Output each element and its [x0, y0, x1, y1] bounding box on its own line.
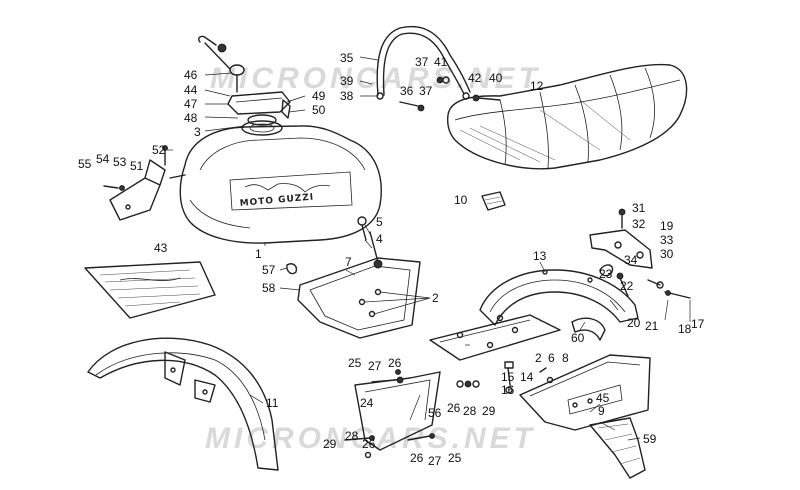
callout-10: 10 — [454, 193, 468, 207]
callout-2-b: 2 — [535, 351, 542, 365]
callout-40: 40 — [489, 71, 503, 85]
callout-25-a: 25 — [348, 356, 362, 370]
callout-8: 8 — [562, 351, 569, 365]
callout-50: 50 — [312, 103, 326, 117]
clip-10 — [481, 191, 506, 211]
callout-2-a: 2 — [432, 291, 439, 305]
callout-51: 51 — [130, 159, 144, 173]
callout-24: 24 — [360, 396, 374, 410]
callout-49: 49 — [312, 89, 326, 103]
callout-19: 19 — [660, 219, 674, 233]
hardware-small — [456, 361, 554, 394]
callout-42: 42 — [468, 71, 482, 85]
callout-17: 17 — [691, 317, 705, 331]
tail-light-bracket — [589, 208, 691, 299]
callout-5: 5 — [376, 215, 383, 229]
front-fender — [87, 337, 279, 471]
callout-9: 9 — [598, 404, 605, 418]
callout-37-a: 37 — [415, 55, 429, 69]
callout-12: 12 — [530, 79, 544, 93]
callout-32: 32 — [632, 217, 646, 231]
leader-lines — [165, 56, 691, 441]
callout-7: 7 — [345, 255, 352, 269]
fuel-cap — [197, 35, 291, 115]
strap-bolts — [399, 76, 501, 112]
callout-26-c: 26 — [362, 437, 376, 451]
callout-46: 46 — [184, 68, 198, 82]
callout-15: 15 — [501, 370, 515, 384]
fender-plate — [429, 314, 561, 361]
seat-strap — [376, 25, 471, 100]
callout-56: 56 — [428, 406, 442, 420]
callout-26-a: 26 — [388, 356, 402, 370]
callout-13: 13 — [533, 249, 547, 263]
callout-21: 21 — [645, 319, 659, 333]
center-panel — [344, 369, 441, 459]
decal-sheet — [84, 261, 216, 319]
callout-14: 14 — [520, 370, 534, 384]
callout-59: 59 — [643, 432, 657, 446]
callout-25-b: 25 — [448, 451, 462, 465]
callout-30: 30 — [660, 247, 674, 261]
callout-26-d: 26 — [410, 451, 424, 465]
callout-11: 11 — [266, 396, 279, 410]
mudflap — [589, 417, 646, 479]
callout-28-a: 28 — [463, 404, 477, 418]
callout-4: 4 — [376, 232, 383, 246]
side-cover-left — [286, 216, 421, 339]
cap-hinge — [281, 99, 291, 119]
callout-16: 16 — [501, 383, 515, 397]
callout-1: 1 — [255, 247, 262, 261]
callout-38: 38 — [340, 89, 354, 103]
callout-58: 58 — [262, 281, 276, 295]
side-cover-right — [519, 354, 651, 431]
callout-3: 3 — [194, 125, 201, 139]
fuel-tank: MOTO GUZZI — [179, 125, 382, 244]
callout-36: 36 — [400, 84, 414, 98]
callout-22: 22 — [620, 279, 634, 293]
tank-brand-label: MOTO GUZZI — [239, 193, 314, 209]
callout-52: 52 — [152, 143, 166, 157]
rear-fender — [479, 269, 639, 326]
watermark-top: MICRONCARS.NET — [210, 62, 541, 95]
callout-18: 18 — [678, 322, 692, 336]
callout-31: 31 — [632, 201, 646, 215]
callout-54: 54 — [96, 152, 110, 166]
callout-53: 53 — [113, 155, 127, 169]
callout-35: 35 — [340, 51, 354, 65]
callout-60: 60 — [571, 331, 585, 345]
callout-20: 20 — [627, 316, 641, 330]
callout-28-b: 28 — [345, 429, 359, 443]
callout-41: 41 — [434, 55, 448, 69]
callout-57: 57 — [262, 263, 276, 277]
callout-39: 39 — [340, 74, 354, 88]
callout-29-a: 29 — [482, 404, 496, 418]
callout-26-b: 26 — [447, 401, 461, 415]
callout-34: 34 — [624, 253, 638, 267]
callout-6: 6 — [548, 351, 555, 365]
callout-37-b: 37 — [419, 84, 433, 98]
callout-33: 33 — [660, 233, 674, 247]
callout-45: 45 — [596, 391, 610, 405]
callout-47: 47 — [184, 97, 198, 111]
callout-43: 43 — [154, 241, 168, 255]
callout-55: 55 — [78, 157, 92, 171]
callout-23: 23 — [599, 267, 613, 281]
callout-labels: 46 44 47 48 3 49 50 35 39 38 37 41 36 37… — [78, 51, 705, 468]
front-bracket — [103, 145, 186, 221]
filler-neck — [241, 114, 283, 136]
callout-27-b: 27 — [428, 454, 442, 468]
seat — [446, 63, 688, 170]
callout-29-b: 29 — [323, 437, 337, 451]
rear-bracket-60 — [571, 317, 606, 341]
callout-48: 48 — [184, 111, 198, 125]
callout-44: 44 — [184, 83, 198, 97]
callout-27-a: 27 — [368, 359, 382, 373]
